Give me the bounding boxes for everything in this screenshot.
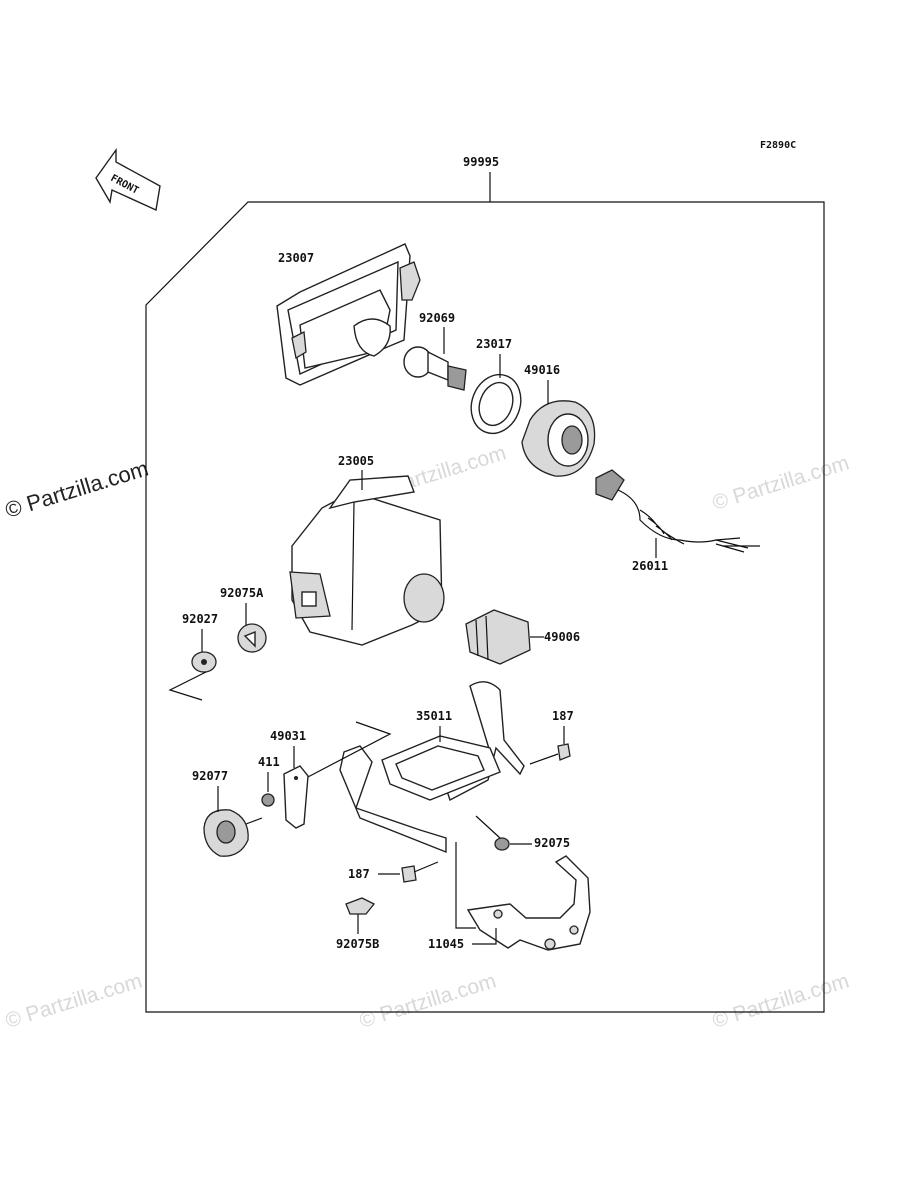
collar-illustration <box>191 651 217 673</box>
bulb-illustration <box>403 346 467 391</box>
wiring-harness-illustration <box>595 469 760 553</box>
part-label-99995: 99995 <box>463 155 499 169</box>
part-label-35011: 35011 <box>416 709 452 723</box>
retaining-ring-illustration <box>470 373 522 435</box>
part-label-49016: 49016 <box>524 363 560 377</box>
watermark-light: © Partzilla.com <box>710 451 852 514</box>
headlight-housing-illustration <box>276 243 421 386</box>
leader-line <box>475 815 501 839</box>
watermark-dark: © Partzilla.com <box>2 456 151 523</box>
clip-illustration <box>345 897 376 915</box>
figure-code: F2890C <box>760 140 796 151</box>
part-label-92075B: 92075B <box>336 937 379 951</box>
part-label-11045: 11045 <box>428 937 464 951</box>
part-label-49031: 49031 <box>270 729 306 743</box>
part-label-49006: 49006 <box>544 630 580 644</box>
part-label-187: 187 <box>552 709 574 723</box>
front-arrow-icon: FRONT <box>95 147 161 212</box>
part-label-411: 411 <box>258 755 280 769</box>
bolt-illustration <box>529 743 571 765</box>
part-label-26011: 26011 <box>632 559 668 573</box>
watermark-light: © Partzilla.com <box>357 969 499 1032</box>
part-label-92075: 92075 <box>534 836 570 850</box>
part-label-23007: 23007 <box>278 251 314 265</box>
grommet-illustration <box>237 623 267 653</box>
part-label-92069: 92069 <box>419 311 455 325</box>
assembly-frame <box>145 201 825 1013</box>
watermark-light: © Partzilla.com <box>710 969 852 1032</box>
part-label-92075A: 92075A <box>220 586 264 600</box>
bracket-illustration <box>339 681 525 854</box>
part-label-92077: 92077 <box>192 769 228 783</box>
part-label-23005: 23005 <box>338 454 374 468</box>
washer-illustration <box>261 793 275 807</box>
leader-line <box>455 842 476 929</box>
knob-illustration <box>203 809 263 857</box>
leader-line <box>168 671 207 701</box>
part-label-92027: 92027 <box>182 612 218 626</box>
leader-line <box>472 928 497 945</box>
socket-cover-illustration <box>521 400 596 477</box>
leader-line <box>305 721 392 779</box>
rubber-boot-illustration <box>465 609 531 665</box>
plate-illustration <box>283 765 309 829</box>
lamp-case-illustration <box>289 475 445 646</box>
part-label-23017: 23017 <box>476 337 512 351</box>
bolt-illustration <box>401 861 439 883</box>
part-label-187: 187 <box>348 867 370 881</box>
grommet-illustration <box>494 837 510 851</box>
lower-bracket-illustration <box>466 855 591 951</box>
watermark-light: © Partzilla.com <box>3 969 145 1032</box>
